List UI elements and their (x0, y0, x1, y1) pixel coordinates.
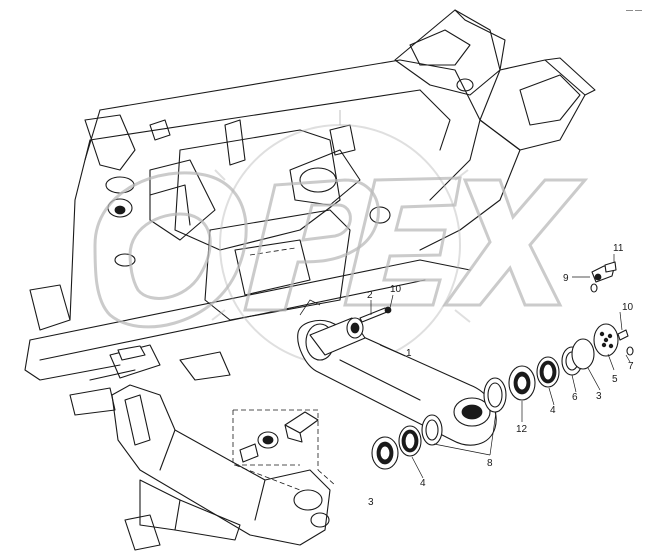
callout-9: 9 (563, 273, 569, 284)
callout-11: 11 (613, 243, 624, 254)
callout-5: 5 (612, 374, 618, 385)
callout-10-upper: 10 (390, 284, 402, 295)
main-frame (24, 9, 596, 416)
lower-parts-stack (239, 411, 443, 470)
callout-6: 6 (572, 392, 578, 403)
callout-10-right: 10 (622, 302, 634, 313)
lower-side-arm (111, 384, 331, 551)
callout-12: 12 (516, 424, 528, 435)
right-parts-stack (483, 261, 634, 413)
callout-2: 2 (367, 290, 373, 301)
opex-watermark (93, 110, 589, 380)
leader-lines (232, 254, 631, 491)
link-arm-part-1 (297, 299, 497, 446)
callout-labels: 1 2 10 11 9 10 7 5 3 6 4 12 8 4 3 (367, 243, 634, 508)
corner-mark: — — (626, 7, 642, 14)
callout-3-lower: 3 (368, 497, 374, 508)
bolt-part-2 (359, 306, 392, 323)
callout-4-lower: 4 (420, 478, 426, 489)
callout-4-right: 4 (550, 405, 556, 416)
callout-8: 8 (487, 458, 493, 469)
callout-3-right: 3 (596, 391, 602, 402)
callout-1: 1 (406, 348, 412, 359)
callout-7: 7 (628, 361, 634, 372)
